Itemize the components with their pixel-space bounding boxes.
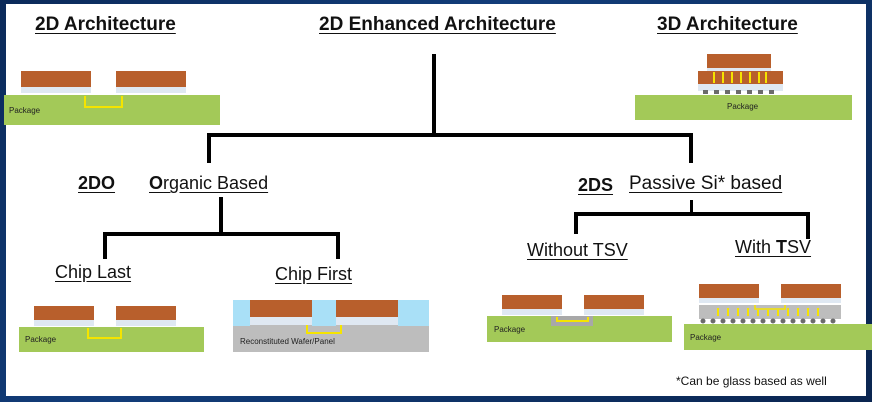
- package-substrate: [684, 324, 872, 350]
- branch-2do-code: 2DO: [78, 173, 116, 193]
- package-substrate: [635, 95, 852, 120]
- die-left: [34, 306, 94, 320]
- leaf-without-tsv: Without TSV: [527, 240, 628, 260]
- die-right: [336, 300, 398, 317]
- si-interposer: [699, 305, 841, 319]
- underfill-right: [116, 320, 176, 326]
- die-right: [584, 295, 644, 309]
- bridge-trace: [306, 325, 342, 334]
- tree-organic-down: [219, 197, 223, 235]
- header-2d-enhanced-architecture: 2D Enhanced Architecture: [319, 14, 556, 35]
- die-left: [21, 71, 91, 87]
- tree-silicon-split: [574, 212, 810, 216]
- label-package-3d: Package: [727, 102, 759, 111]
- leaf-chip-first: Chip First: [275, 264, 353, 284]
- bridge-trace: [556, 317, 589, 322]
- underfill-left: [34, 320, 94, 326]
- bump-row: [700, 318, 836, 324]
- bump-row: [703, 90, 774, 94]
- leaf-with-tsv-bold: T: [776, 237, 788, 257]
- bridge-trace: [87, 328, 122, 339]
- tree-trunk: [432, 54, 436, 136]
- tree-without-tsv-stem: [574, 212, 578, 234]
- leaf-chip-last: Chip Last: [55, 262, 132, 282]
- underfill-left: [21, 87, 91, 93]
- label-package-with-tsv: Package: [690, 333, 722, 342]
- tree-chip-last-stem: [103, 232, 107, 259]
- mold-left: [233, 300, 250, 326]
- tree-silicon-down: [690, 200, 693, 214]
- die-left: [502, 295, 562, 309]
- die-left: [699, 284, 759, 298]
- branch-2ds-code: 2DS: [578, 175, 614, 195]
- reconstituted-wafer: [233, 325, 429, 352]
- underfill-left: [699, 298, 759, 303]
- tree-organic-stem: [207, 133, 211, 163]
- tsv-group: [717, 308, 819, 316]
- underfill-left: [502, 309, 562, 315]
- diagram-2d-architecture-shapes: [4, 71, 220, 125]
- package-substrate: [4, 95, 220, 125]
- underfill-right: [781, 298, 841, 303]
- underfill-right: [116, 87, 186, 93]
- label-reconstituted-wafer: Reconstituted Wafer/Panel: [240, 337, 335, 346]
- leaf-with-tsv: With TSV: [735, 237, 811, 258]
- leaf-with-tsv-prefix: With: [735, 237, 777, 257]
- underfill-right: [584, 309, 644, 315]
- footnote: *Can be glass based as well: [676, 374, 827, 388]
- branch-organic-label-initial: O: [149, 173, 164, 193]
- underfill-right: [336, 317, 398, 325]
- branch-organic-label: Organic Based: [149, 173, 268, 194]
- tree-organic-split: [103, 232, 340, 236]
- mold-right: [398, 300, 429, 326]
- die-top: [707, 54, 771, 68]
- label-package-without-tsv: Package: [494, 325, 526, 334]
- underfill-bottom: [698, 84, 783, 91]
- bridge-trace: [84, 96, 123, 108]
- die-right: [116, 306, 176, 320]
- tree-silicon-stem: [689, 133, 693, 163]
- underfill-left: [250, 317, 312, 325]
- leaf-with-tsv-suffix: SV: [787, 237, 812, 257]
- tree-with-tsv-stem: [806, 212, 810, 239]
- die-left: [250, 300, 312, 317]
- tree-main-branch: [207, 133, 693, 137]
- package-substrate: [19, 327, 204, 352]
- die-right: [116, 71, 186, 87]
- branch-silicon-label: Passive Si* based: [629, 173, 783, 194]
- mold-center: [312, 300, 336, 326]
- label-package-chip-last: Package: [25, 335, 57, 344]
- tree-chip-first-stem: [336, 232, 340, 259]
- underfill-top: [707, 68, 771, 71]
- header-2d-architecture: 2D Architecture: [35, 14, 176, 35]
- header-3d-architecture: 3D Architecture: [657, 14, 798, 35]
- tsv-group: [713, 72, 767, 83]
- label-package-2d: Package: [9, 106, 41, 115]
- branch-organic-label-rest: rganic Based: [163, 173, 269, 193]
- die-right: [781, 284, 841, 298]
- bridge-trace: [754, 305, 786, 310]
